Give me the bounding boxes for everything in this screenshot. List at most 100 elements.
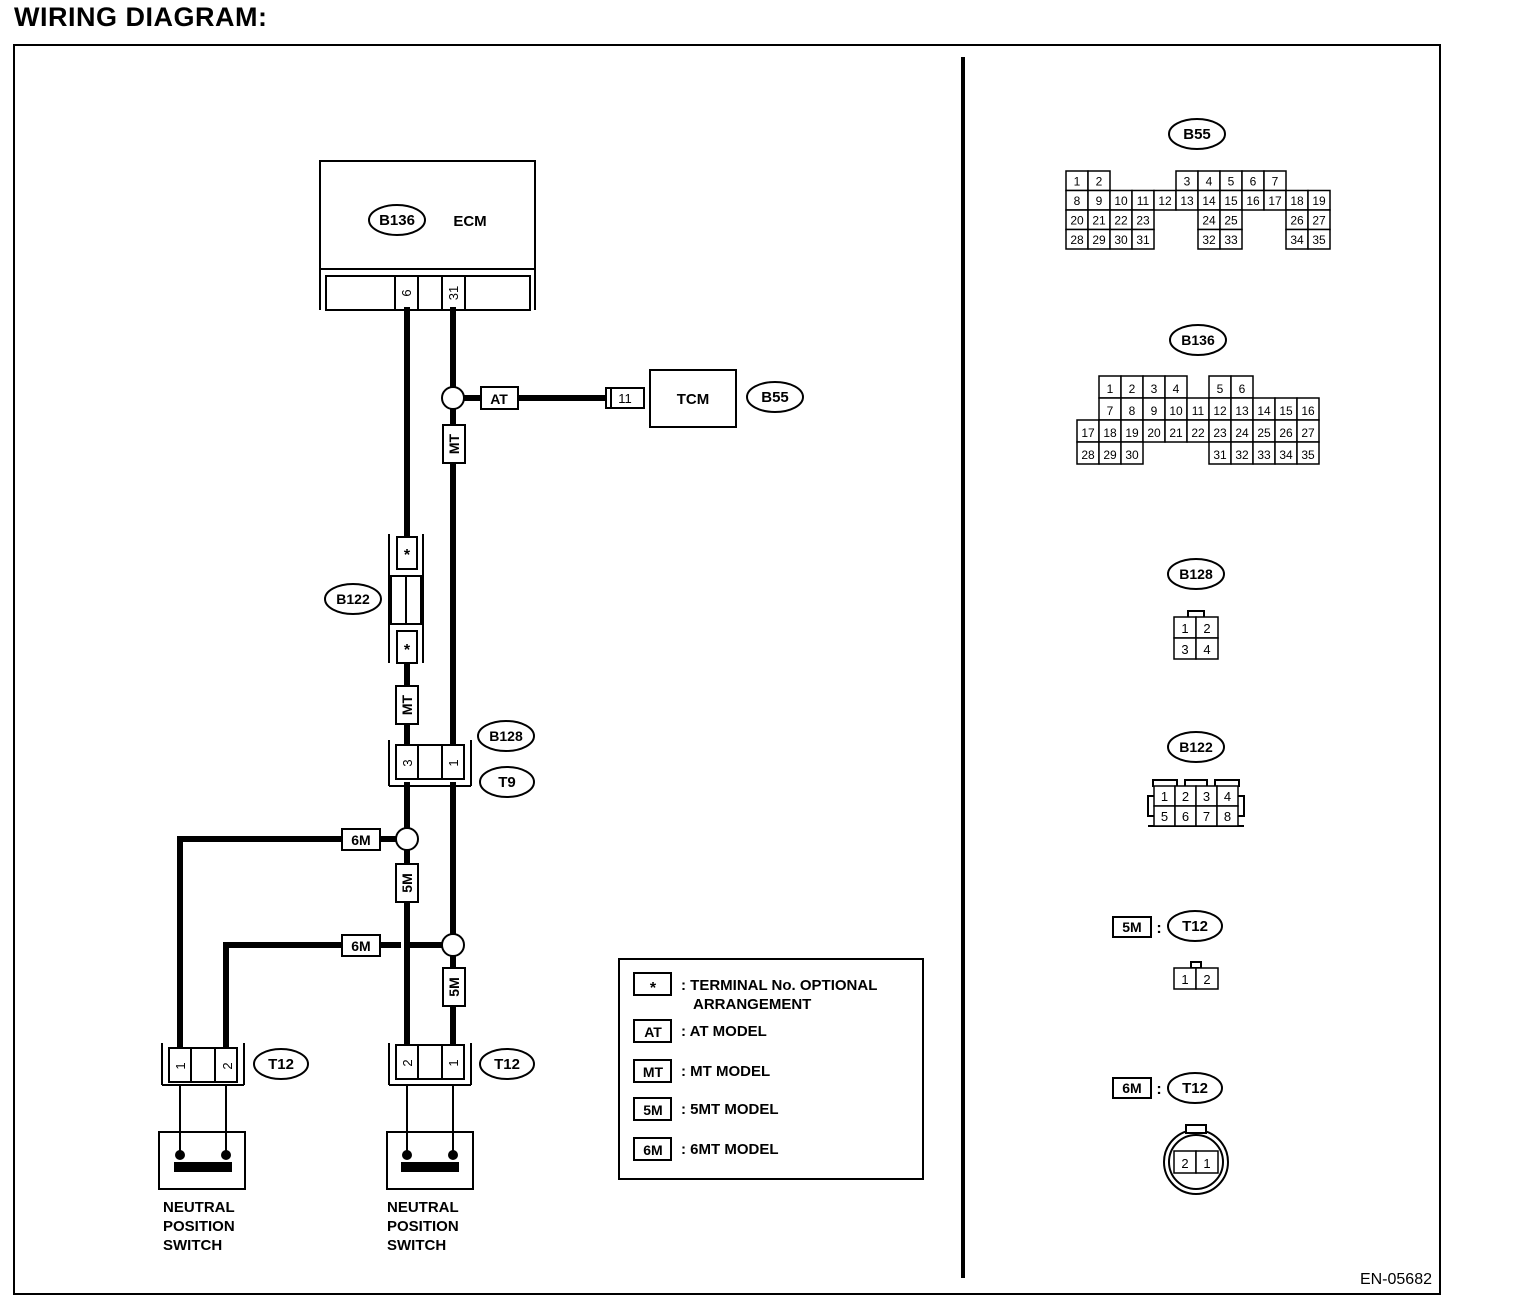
b55-pin-2: 2	[1096, 175, 1103, 189]
tag-6m-lower-label: 6M	[351, 938, 370, 954]
b136-pin-34: 34	[1279, 448, 1293, 462]
legend-text-optional-2: ARRANGEMENT	[693, 996, 811, 1013]
b55-pin-9: 9	[1096, 194, 1103, 208]
b128-pin-4-cell	[1195, 637, 1219, 660]
b55-pin-22: 22	[1114, 214, 1128, 228]
b136-pin-11: 11	[1192, 404, 1205, 418]
b136-pin-29: 29	[1103, 448, 1117, 462]
b55-pin-35: 35	[1312, 233, 1326, 247]
b136-pin-33: 33	[1257, 448, 1271, 462]
b136-pin-21: 21	[1169, 426, 1183, 440]
b55-pin-33: 33	[1224, 233, 1238, 247]
b136-pin-30: 30	[1125, 448, 1139, 462]
ecm-connector-label: B136	[379, 212, 415, 229]
tag-5m-lower-label: 5M	[446, 977, 462, 996]
splice-at	[441, 386, 465, 410]
switch-right-label-1: NEUTRAL	[387, 1199, 459, 1216]
b55-pin-31-cell	[1131, 228, 1155, 250]
b55-view-label: B55	[1183, 126, 1211, 143]
b136-pin-14: 14	[1257, 404, 1271, 418]
t12-6m-tag-box	[1112, 1077, 1152, 1099]
ecm-connector-badge	[368, 204, 426, 236]
b55-pin-33-cell	[1219, 228, 1243, 250]
tcm-connector-badge	[746, 381, 804, 413]
tag-at	[480, 386, 519, 410]
tag-6m-upper	[341, 828, 381, 851]
b136-pin-27: 27	[1301, 426, 1315, 440]
switch-left-label-2: POSITION	[163, 1218, 235, 1235]
page-title: WIRING DIAGRAM:	[14, 2, 268, 32]
b55-pin-15: 15	[1224, 194, 1238, 208]
b122-joint	[388, 534, 424, 664]
b122-label: B122	[336, 591, 370, 607]
b55-pin-8: 8	[1074, 194, 1081, 208]
t12-right-badge	[479, 1048, 535, 1080]
b55-pin-32: 32	[1202, 233, 1216, 247]
ecm-label: ECM	[453, 213, 486, 230]
legend-item-mt: MT : MT MODEL	[633, 1059, 770, 1083]
b55-pin-30: 30	[1114, 233, 1128, 247]
b136-pin-7: 7	[1107, 404, 1114, 418]
tag-mt-lower-label: MT	[399, 694, 415, 715]
t12-6m-tag: 6M	[1122, 1080, 1141, 1096]
b136-pin-12: 12	[1213, 404, 1227, 418]
tag-mt-lower	[395, 685, 419, 725]
t9-label: T9	[498, 774, 516, 791]
b122-pin-6: 6	[1182, 809, 1189, 824]
b136-pin-25: 25	[1257, 426, 1271, 440]
b122-pin-5: 5	[1161, 809, 1168, 824]
b136-pin-19: 19	[1125, 426, 1139, 440]
b55-pin-35-cell	[1307, 228, 1331, 250]
t12-5m-colon: :	[1156, 920, 1161, 937]
legend-symbol-at: AT	[644, 1024, 662, 1040]
b55-pin-21: 21	[1092, 214, 1106, 228]
b55-pin-23: 23	[1136, 214, 1150, 228]
b128-label: B128	[489, 728, 523, 744]
b136-pin-26: 26	[1279, 426, 1293, 440]
b136-pin-6: 6	[1239, 382, 1246, 396]
switch-right-label-3: SWITCH	[387, 1237, 446, 1254]
t12-left-badge	[253, 1048, 309, 1080]
switch-left-label-1: NEUTRAL	[163, 1199, 235, 1216]
tag-5m-upper	[395, 863, 419, 903]
switch-right-label-2: POSITION	[387, 1218, 459, 1235]
t12-6m-pin-2: 2	[1181, 1156, 1188, 1171]
t12-right-connector	[388, 1043, 472, 1086]
b55-pin-27: 27	[1312, 214, 1326, 228]
b136-pin-24: 24	[1235, 426, 1249, 440]
tcm-connector-label: B55	[761, 389, 789, 406]
neutral-switch-left	[158, 1085, 246, 1190]
b122-pin-7: 7	[1203, 809, 1210, 824]
t12-5m-view-key	[1190, 961, 1202, 969]
b136-pin-32: 32	[1235, 448, 1249, 462]
t12-5m-tag: 5M	[1122, 919, 1141, 935]
b55-pin-28: 28	[1070, 233, 1084, 247]
legend-text-mt: : MT MODEL	[681, 1063, 770, 1080]
legend-text-6m: : 6MT MODEL	[681, 1141, 779, 1158]
b136-pin-3: 3	[1151, 382, 1158, 396]
b55-pin-29: 29	[1092, 233, 1106, 247]
b55-pin-3: 3	[1184, 175, 1191, 189]
b136-pin-16: 16	[1301, 404, 1315, 418]
legend-text-at: : AT MODEL	[681, 1023, 767, 1040]
t12-5m-pin-2-cell	[1195, 967, 1219, 990]
b122-pin-8-cell	[1216, 805, 1239, 827]
t12-6m-badge	[1167, 1072, 1223, 1104]
b55-pin-1: 1	[1074, 175, 1081, 189]
b136-pin-4: 4	[1173, 382, 1180, 396]
b55-pin-11: 11	[1137, 194, 1150, 208]
tcm-box	[649, 369, 737, 428]
b128-pin-2: 2	[1203, 621, 1210, 636]
t12-left-pin-1: 1	[173, 1062, 188, 1069]
b55-pin-20: 20	[1070, 214, 1084, 228]
legend-item-6m: 6M : 6MT MODEL	[633, 1137, 779, 1161]
neutral-switch-right	[386, 1085, 474, 1190]
b122-badge	[324, 583, 382, 615]
t12-right-pin-2: 2	[400, 1059, 415, 1066]
b55-pin-31: 31	[1136, 233, 1150, 247]
